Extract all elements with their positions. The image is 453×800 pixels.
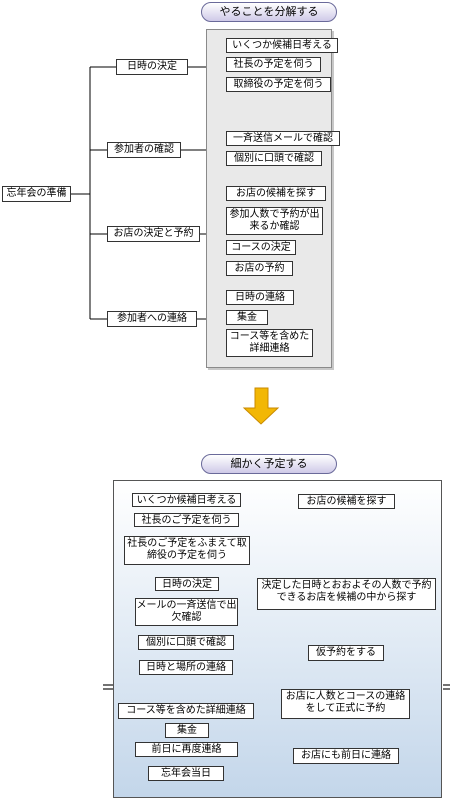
root-node: 忘年会の準備 xyxy=(2,186,71,202)
flow-ask-directors: 社長のご予定をふまえて取締役の予定を伺う xyxy=(124,536,250,565)
flow-remind-day-before: 前日に再度連絡 xyxy=(135,742,238,757)
task-collect-fee: 集金 xyxy=(226,310,268,325)
flow-find-restaurants: お店の候補を探す xyxy=(298,494,395,509)
task-find-restaurants: お店の候補を探す xyxy=(226,186,326,201)
task-detail-notice: コース等を含めた詳細連絡 xyxy=(226,329,313,357)
flow-email-attendance: メールの一斉送信で出欠確認 xyxy=(135,598,238,626)
task-verbal-confirm: 個別に口頭で確認 xyxy=(226,151,322,166)
flow-search-capacity: 決定した日時とおおよその人数で予約できるお店を候補の中から探す xyxy=(257,578,436,610)
flow-formal-reserve: お店に人数とコースの連絡をして正式に予約 xyxy=(281,689,410,719)
flow-notify-date-place: 日時と場所の連絡 xyxy=(139,660,233,675)
task-notify-date: 日時の連絡 xyxy=(226,290,294,305)
task-candidate-dates: いくつか候補日考える xyxy=(226,38,338,53)
group-restaurant: お店の決定と予約 xyxy=(107,226,200,242)
group-contact: 参加者への連絡 xyxy=(107,311,197,327)
task-ask-directors: 取締役の予定を伺う xyxy=(226,77,331,92)
flow-tentative-reserve: 仮予約をする xyxy=(308,645,384,661)
flow-collect-fee: 集金 xyxy=(165,723,209,738)
flow-party-day: 忘年会当日 xyxy=(148,766,224,781)
flow-decide-date: 日時の決定 xyxy=(155,577,219,591)
flow-candidate-dates: いくつか候補日考える xyxy=(132,493,241,507)
down-arrow-icon xyxy=(242,387,280,425)
flow-remind-restaurant: お店にも前日に連絡 xyxy=(293,748,399,764)
flow-verbal-confirm: 個別に口頭で確認 xyxy=(138,635,234,650)
flow-ask-president: 社長のご予定を伺う xyxy=(134,513,239,527)
task-email-confirm: 一斉送信メールで確認 xyxy=(226,131,340,146)
schedule-title: 細かく予定する xyxy=(201,454,337,474)
task-reserve-restaurant: お店の予約 xyxy=(226,261,293,276)
task-check-capacity: 参加人数で予約が出来るか確認 xyxy=(226,207,323,235)
task-ask-president: 社長の予定を伺う xyxy=(226,57,321,72)
task-choose-course: コースの決定 xyxy=(226,240,296,255)
group-attendance: 参加者の確認 xyxy=(107,142,181,158)
decompose-title: やることを分解する xyxy=(201,2,337,22)
group-schedule: 日時の決定 xyxy=(116,59,188,75)
flow-detail-notice: コース等を含めた詳細連絡 xyxy=(118,703,254,719)
